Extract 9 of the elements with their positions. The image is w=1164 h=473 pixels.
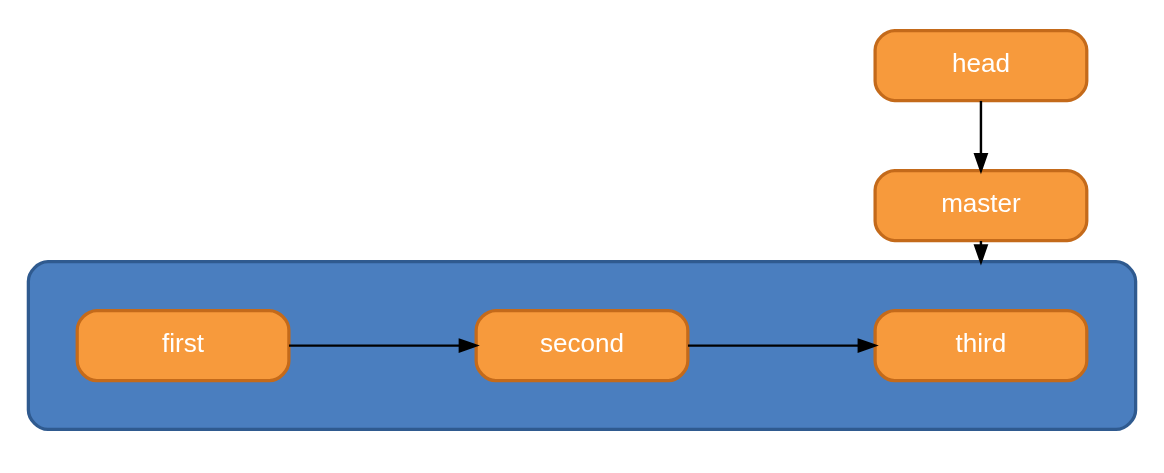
arrow — [687, 338, 879, 353]
node-box: master — [873, 168, 1089, 243]
arrow — [289, 338, 480, 353]
node-box: second — [474, 308, 690, 383]
cluster — [26, 260, 1138, 432]
node-box: third — [873, 308, 1089, 383]
node-box: head — [873, 28, 1089, 103]
node-box: first — [75, 308, 291, 383]
arrow — [973, 100, 989, 175]
